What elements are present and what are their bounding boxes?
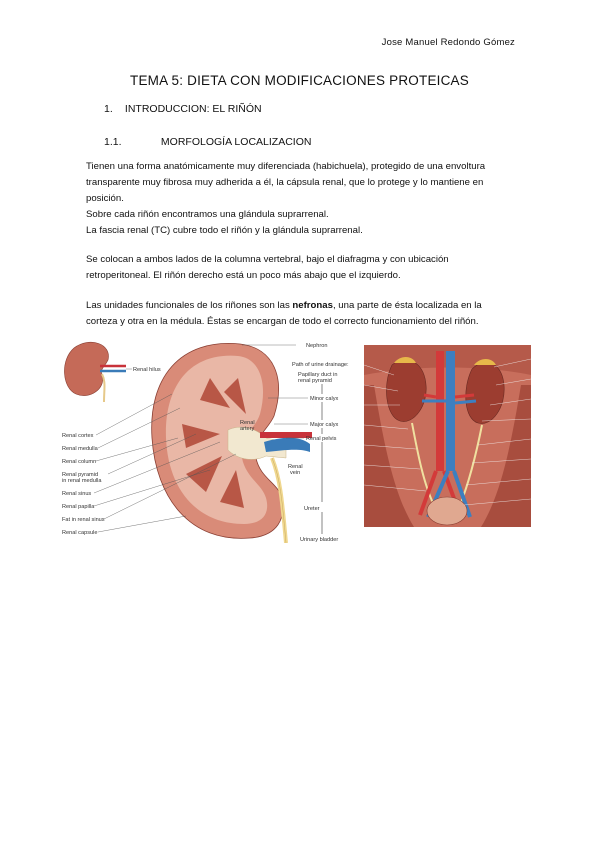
label-ureter: Ureter [304,506,320,512]
label-renal-pyramid-2: in renal medulla [62,478,102,484]
subsection-label: MORFOLOGÍA LOCALIZACION [160,136,312,148]
label-fat-sinus: Fat in renal sinus [62,517,105,523]
paragraph-nephrons: Las unidades funcionales de los riñones … [86,298,526,330]
text-line: Se colocan a ambos lados de la columna v… [86,254,449,265]
leader-lines-right [268,397,308,439]
author-header: Jose Manuel Redondo Gómez [381,37,515,48]
abdominal-anatomy-figure [364,345,531,527]
text-line: La fascia renal (TC) cubre todo el riñón… [86,225,363,236]
section-heading-1-1: 1.1. MORFOLOGÍA LOCALIZACION [104,136,311,148]
big-kidney [151,343,312,543]
label-renal-pyramid: Renal pyramid [62,472,98,478]
label-major-calyx: Major calyx [310,422,338,428]
label-papillary-duct: Papillary duct in [298,372,338,378]
label-renal-hilus: Renal hilus [133,367,161,373]
text-line: Sobre cada riñón encontramos una glándul… [86,209,329,220]
label-renal-medulla: Renal medulla [62,446,99,452]
bold-term: nefronas [292,300,333,311]
label-renal-capsule: Renal capsule [62,530,97,536]
text-line: retroperitoneal. El riñón derecho está u… [86,270,401,281]
label-renal-artery-2: artery [240,426,255,432]
paragraph-morphology: Tienen una forma anatómicamente muy dife… [86,159,526,239]
label-renal-papilla: Renal papilla [62,504,95,510]
paragraph-location: Se colocan a ambos lados de la columna v… [86,252,526,284]
text-run: , una parte de ésta localizada en la [332,300,482,311]
subsection-number: 1.1. [104,136,122,148]
label-renal-vein: Renal [288,464,303,470]
small-kidney-inset [64,342,126,403]
label-renal-vein-2: vein [290,470,300,476]
label-urinary-bladder: Urinary bladder [300,537,338,543]
text-line: posición. [86,193,124,204]
label-renal-artery: Renal [240,420,255,426]
label-papillary-duct-2: renal pyramid [298,378,332,384]
leader-lines-left [93,393,237,533]
text-line: Tienen una forma anatómicamente muy dife… [86,161,486,172]
text-line: transparente muy fibrosa muy adherida a … [86,177,484,188]
label-renal-cortex: Renal cortex [62,433,94,439]
kidney-section-figure: Renal hilus Renal cortex Renal medulla R… [62,342,349,543]
label-renal-column: Renal column [62,459,96,465]
label-nephron: Nephron [306,343,327,349]
label-minor-calyx: Minor calyx [310,396,338,402]
leader-lines-anatomy [364,358,531,506]
text-line: corteza y otra en la médula. Éstas se en… [86,316,479,327]
section-heading-1: 1. INTRODUCCION: EL RIÑÓN [104,103,262,115]
label-renal-pelvis: Renal pelvis [306,436,337,442]
text-run: Las unidades funcionales de los riñones … [86,300,293,311]
label-path-title: Path of urine drainage: [292,362,349,368]
label-renal-sinus: Renal sinus [62,491,91,497]
page-title: TEMA 5: DIETA CON MODIFICACIONES PROTEIC… [130,73,469,88]
text-line: Las unidades funcionales de los riñones … [86,298,526,314]
section-label: INTRODUCCION: EL RIÑÓN [124,103,262,115]
section-number: 1. [104,103,113,115]
